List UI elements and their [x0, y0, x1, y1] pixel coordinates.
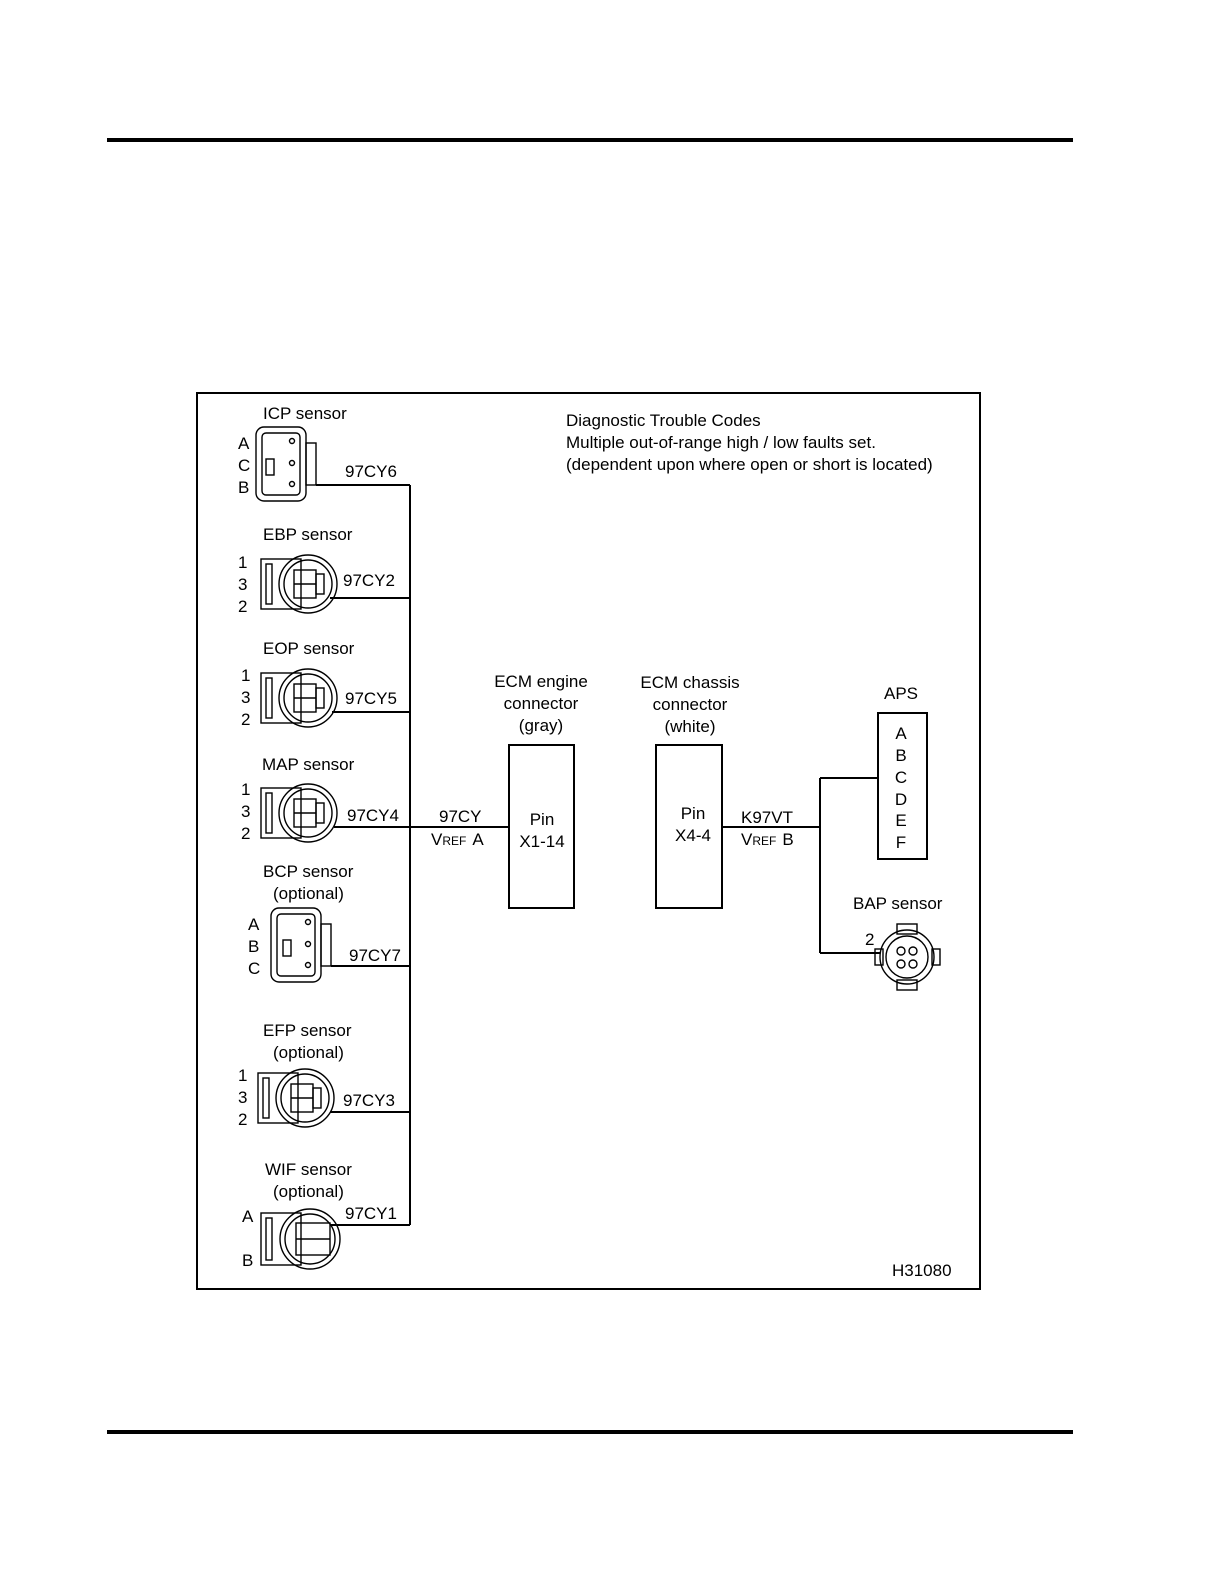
map-pin-3: 3 [241, 802, 250, 821]
bcp-pin-b: B [248, 937, 259, 956]
ecm-chassis-pin-label: Pin [681, 804, 706, 823]
eop-wire-label: 97CY5 [345, 689, 397, 708]
wif-connector-ring [279, 1208, 341, 1270]
eop-pin-3: 3 [241, 688, 250, 707]
bcp-pin-c: C [248, 959, 260, 978]
wif-pin-a: A [242, 1207, 254, 1226]
aps-box [877, 712, 928, 860]
ecm-chassis-title-2: connector [653, 695, 728, 714]
ecm-engine-title-1: ECM engine [494, 672, 588, 691]
ebp-pin-2: 2 [238, 597, 247, 616]
efp-sensor-label: EFP sensor [263, 1021, 352, 1040]
icp-sensor: ICP sensor A C B 97CY6 [238, 404, 410, 502]
aps-pin-f: F [896, 833, 906, 852]
bap-connector-ring [879, 929, 935, 985]
dtc-line1: Multiple out-of-range high / low faults … [566, 433, 876, 452]
ebp-sensor: EBP sensor 1 3 2 97CY2 [238, 525, 410, 616]
map-pin-1: 1 [241, 780, 250, 799]
efp-connector-ring [275, 1068, 335, 1128]
icp-pin-b: B [238, 478, 249, 497]
ecm-chassis-title-1: ECM chassis [640, 673, 739, 692]
ecm-chassis-title-3: (white) [664, 717, 715, 736]
eop-connector-ring [278, 668, 338, 728]
ecm-chassis-pin: X4-4 [675, 826, 711, 845]
aps-connector: APS A B C D E F [877, 684, 928, 860]
bap-pin: 2 [865, 930, 874, 949]
efp-sensor: EFP sensor (optional) 1 3 2 97CY3 [238, 1021, 410, 1129]
icp-pin-a: A [238, 434, 250, 453]
bap-sensor-label: BAP sensor [853, 894, 943, 913]
header-rule [107, 138, 1073, 142]
efp-pin-3: 3 [238, 1088, 247, 1107]
bcp-sensor: BCP sensor (optional) A B C 97CY7 [248, 862, 410, 983]
aps-pin-a: A [895, 724, 907, 743]
map-wire-label: 97CY4 [347, 806, 399, 825]
wif-sensor: WIF sensor (optional) A B 97CY1 [242, 1160, 410, 1270]
ecm-engine-pin: X1-14 [519, 832, 564, 851]
efp-pin-1: 1 [238, 1066, 247, 1085]
ecm-engine-title-3: (gray) [519, 716, 563, 735]
vref-a-wire-label: 97CY [439, 807, 482, 826]
ecm-engine-connector: ECM engine connector (gray) Pin X1-14 [494, 672, 588, 909]
dtc-title: Diagnostic Trouble Codes [566, 411, 761, 430]
aps-pin-e: E [895, 811, 906, 830]
icp-connector-shell [255, 426, 307, 502]
efp-pin-2: 2 [238, 1110, 247, 1129]
ecm-engine-pin-label: Pin [530, 810, 555, 829]
ecm-engine-title-2: connector [504, 694, 579, 713]
eop-sensor: EOP sensor 1 3 2 97CY5 [241, 639, 410, 729]
bcp-connector-shell [270, 907, 322, 983]
aps-label: APS [884, 684, 918, 703]
aps-pin-c: C [895, 768, 907, 787]
ebp-pin-3: 3 [238, 575, 247, 594]
wif-optional-label: (optional) [273, 1182, 344, 1201]
efp-optional-label: (optional) [273, 1043, 344, 1062]
wif-connector-body [260, 1212, 302, 1266]
ebp-connector-ring [278, 554, 338, 614]
ebp-wire-label: 97CY2 [343, 571, 395, 590]
eop-pin-1: 1 [241, 666, 250, 685]
map-sensor: MAP sensor 1 3 2 97CY4 [241, 755, 410, 843]
eop-pin-2: 2 [241, 710, 250, 729]
figure-id: H31080 [892, 1261, 952, 1280]
wif-wire-label: 97CY1 [345, 1204, 397, 1223]
wif-pin-b: B [242, 1251, 253, 1270]
ebp-sensor-label: EBP sensor [263, 525, 353, 544]
icp-wire-label: 97CY6 [345, 462, 397, 481]
aps-pin-d: D [895, 790, 907, 809]
eop-sensor-label: EOP sensor [263, 639, 355, 658]
ecm-engine-box [508, 744, 575, 909]
bap-sensor: BAP sensor 2 [853, 894, 943, 991]
ecm-chassis-connector: ECM chassis connector (white) Pin X4-4 [640, 673, 740, 909]
bcp-wire-label: 97CY7 [349, 946, 401, 965]
bcp-pin-a: A [248, 915, 260, 934]
diagram-frame [196, 392, 981, 1290]
map-pin-2: 2 [241, 824, 250, 843]
vref-b-wire-label: K97VT [741, 808, 793, 827]
icp-pin-c: C [238, 456, 250, 475]
bcp-sensor-label: BCP sensor [263, 862, 354, 881]
ebp-pin-1: 1 [238, 553, 247, 572]
bcp-optional-label: (optional) [273, 884, 344, 903]
map-sensor-label: MAP sensor [262, 755, 355, 774]
efp-wire-label: 97CY3 [343, 1091, 395, 1110]
aps-pin-b: B [895, 746, 906, 765]
icp-sensor-label: ICP sensor [263, 404, 347, 423]
wif-sensor-label: WIF sensor [265, 1160, 352, 1179]
footer-rule [107, 1430, 1073, 1434]
dtc-line2: (dependent upon where open or short is l… [566, 455, 933, 474]
map-connector-ring [278, 783, 338, 843]
